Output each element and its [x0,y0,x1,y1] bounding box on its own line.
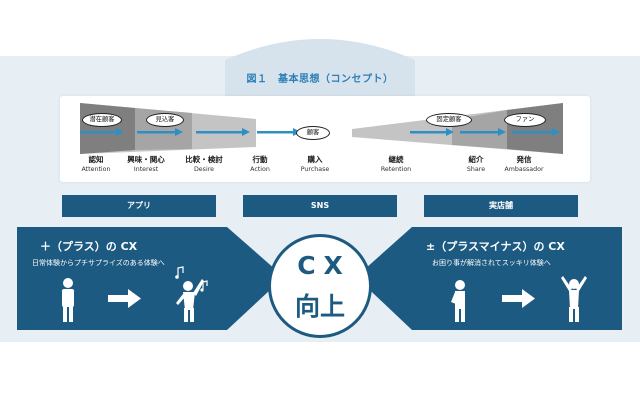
stage-sub-action: Action [250,166,270,173]
stage-sub-purchase: Purchase [300,166,330,173]
stage-sub-attention: Attention [81,166,111,173]
stage-label-ambassador: 発信 [516,155,532,164]
right-cx-title: ±（プラスマイナス）の CX [426,240,565,253]
stage-label-share: 紹介 [468,155,484,164]
bubble-latent-customer: 潜在顧客 [82,113,122,127]
channel-store: 実店舗 [424,195,578,217]
stage-label-retention: 継続 [388,155,404,164]
channel-app: アプリ [62,195,216,217]
funnel-card: 潜在顧客 見込客 顧客 固定顧客 ファン 認知 Attention 興味・関心 … [60,96,590,182]
stage-label-purchase: 購入 [307,155,323,164]
bubble-prospect: 見込客 [146,113,184,127]
channel-sns: SNS [243,195,397,217]
stage-sub-share: Share [466,166,486,173]
bubble-fan: ファン [504,113,546,127]
person-troubled-icon [451,280,465,322]
right-cx-panel [356,227,622,330]
flow-arrows [80,128,560,136]
cx-improvement-circle: CX 向上 [268,234,372,338]
stage-sub-interest: Interest [133,166,159,173]
arrow-right-icon-2 [502,289,535,308]
circle-line-cx: CX [297,251,351,280]
stage-label-desire: 比較・検討 [185,155,223,164]
circle-line-improve: 向上 [294,292,345,321]
right-cx-subtitle: お困り事が解消されてスッキリ体験へ [432,259,551,267]
person-relieved-icon [561,276,587,322]
person-cheering-icon [175,266,208,322]
stage-label-attention: 認知 [88,155,104,164]
arrow-right-icon [108,289,141,308]
left-cx-subtitle: 日常体験からプチサプライズのある体験へ [32,259,165,267]
diagram-title: 図１ 基本思想（コンセプト） [246,74,394,85]
stage-label-action: 行動 [252,155,268,164]
stage-sub-ambassador: Ambassador [504,166,544,173]
left-cx-panel [17,227,284,330]
stage-sub-desire: Desire [193,166,215,173]
person-standing-icon [62,278,74,322]
bubble-fixed-customer: 固定顧客 [426,113,472,127]
stage-sub-retention: Retention [380,166,412,173]
bubble-customer: 顧客 [296,126,330,140]
stage-label-interest: 興味・関心 [127,155,165,164]
left-cx-title: ＋（プラス）の CX [40,240,138,253]
